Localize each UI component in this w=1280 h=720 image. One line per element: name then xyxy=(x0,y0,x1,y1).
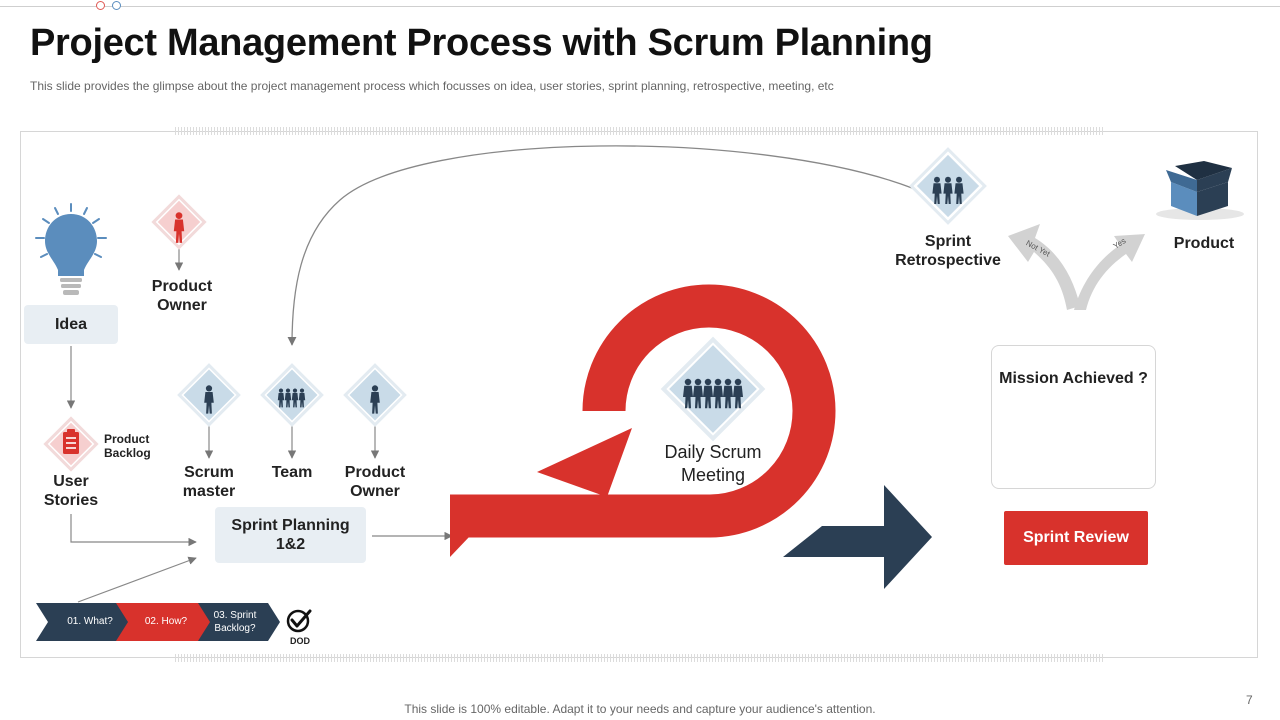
page-subtitle: This slide provides the glimpse about th… xyxy=(30,79,834,93)
mission-achieved-box xyxy=(991,345,1156,489)
frame-bottom-hatch xyxy=(175,654,1103,662)
daily-scrum-label: Daily Scrum Meeting xyxy=(664,442,762,485)
product-owner-label: Product Owner xyxy=(344,464,406,500)
step-how-chevron xyxy=(116,603,212,641)
sprint-review-box: Sprint Review xyxy=(1004,511,1148,565)
product-box-icon xyxy=(1156,161,1244,220)
scrum-master-diamond-icon xyxy=(177,363,241,427)
stories-to-planning-arrow xyxy=(70,514,197,547)
cycle-tail xyxy=(450,516,470,557)
user-stories-label: User Stories xyxy=(43,473,99,509)
page-title: Project Management Process with Scrum Pl… xyxy=(30,22,933,64)
scrum-cycle-loop xyxy=(450,284,836,538)
steps-to-planning-arrow xyxy=(77,556,197,603)
top-divider xyxy=(0,6,1280,7)
product-owner-top-label: Product Owner xyxy=(151,278,213,314)
dod-label: DOD xyxy=(290,636,310,646)
frame-top-hatch xyxy=(175,127,1103,135)
footer-note: This slide is 100% editable. Adapt it to… xyxy=(404,702,876,716)
product-owner-diamond-icon xyxy=(151,194,207,250)
product-label: Product xyxy=(1173,235,1235,252)
user-stories-diamond-icon xyxy=(43,416,99,472)
idea-box: Idea xyxy=(24,305,118,344)
product-backlog-label: Product Backlog xyxy=(104,432,151,460)
product-owner-blue-diamond-icon xyxy=(343,363,407,427)
retrospective-diamond-icon xyxy=(909,147,987,225)
daily-scrum-diamond-icon xyxy=(660,336,766,442)
team-diamond-icon xyxy=(260,363,324,427)
sprint-retrospective-label: Sprint Retrospective xyxy=(895,233,1001,269)
feedback-arc xyxy=(287,145,913,346)
decision-fork-arrows xyxy=(1008,224,1145,310)
red-dot-icon xyxy=(96,1,105,10)
lightbulb-icon xyxy=(35,203,107,295)
cycle-arrowhead xyxy=(537,428,632,497)
page-number: 7 xyxy=(1246,693,1253,707)
dod-check-icon xyxy=(286,609,312,633)
scrum-master-label: Scrum master xyxy=(182,464,236,500)
team-label: Team xyxy=(271,464,313,481)
step-what-label: 01. What? xyxy=(67,616,113,627)
blue-dot-icon xyxy=(112,1,121,10)
step-backlog-chevron xyxy=(198,603,280,641)
sprint-planning-box: Sprint Planning 1&2 xyxy=(215,507,366,563)
navy-output-arrow xyxy=(783,485,932,589)
mission-achieved-label: Mission Achieved ? xyxy=(999,370,1148,387)
step-backlog-label: 03. Sprint Backlog? xyxy=(213,610,257,634)
step-what-chevron xyxy=(36,603,130,641)
step-how-label: 02. How? xyxy=(144,616,188,627)
